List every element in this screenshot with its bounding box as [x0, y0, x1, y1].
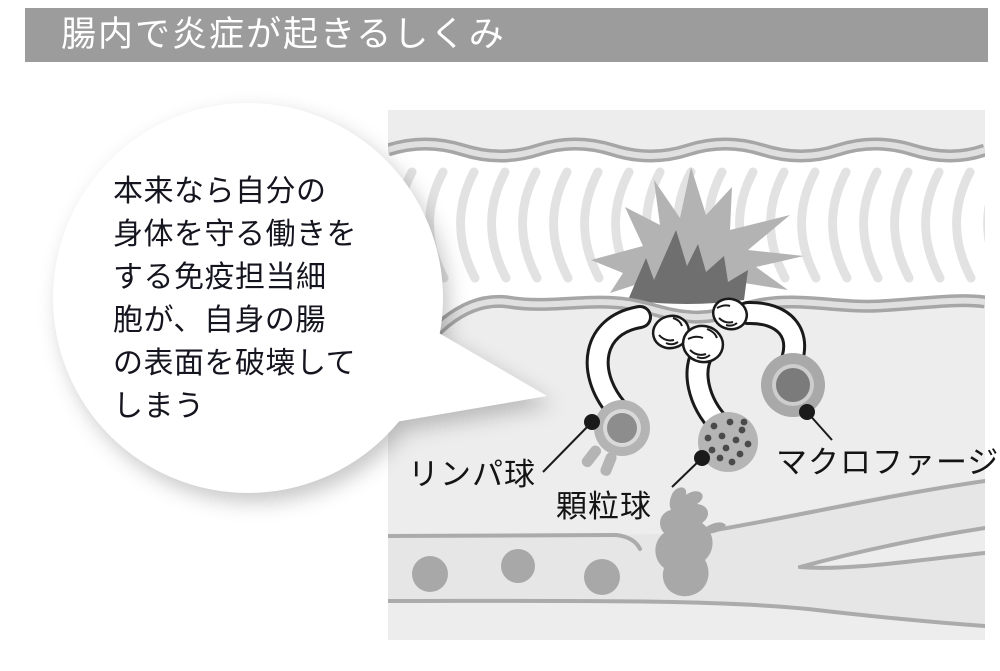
label-lymphocyte: リンパ球 — [408, 457, 536, 492]
blood-cells — [412, 549, 620, 595]
granulocyte-cell — [698, 412, 758, 472]
leader-dots — [584, 404, 815, 466]
migrating-cell — [655, 487, 726, 597]
lymphocyte-cell — [581, 400, 650, 476]
diagram-panel: リンパ球 顆粒球 マクロファージ — [388, 110, 998, 640]
page-title: 腸内で炎症が起きるしくみ — [61, 15, 506, 54]
mucosa-surface-line — [394, 294, 985, 385]
title-bar: 腸内で炎症が起きるしくみ — [25, 8, 988, 62]
inflammation-burst-icon — [591, 167, 804, 304]
fists — [651, 297, 749, 364]
blood-vessel — [388, 479, 985, 628]
label-granulocyte: 顆粒球 — [556, 489, 652, 524]
macrophage-cell — [761, 353, 825, 417]
intestine-illustration — [388, 110, 985, 640]
speech-bubble-text: 本来なら自分の 身体を守る働きを する免疫担当細 胞が、自身の腸 の表面を破壊し… — [113, 175, 357, 423]
mucosa-top-line — [388, 137, 985, 163]
label-macrophage: マクロファージ — [776, 445, 1000, 480]
